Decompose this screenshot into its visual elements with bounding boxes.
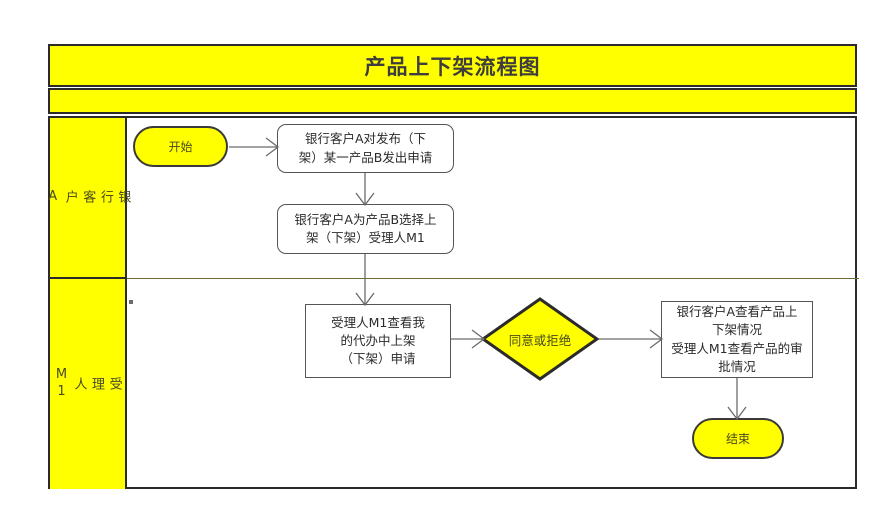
lane-header-handler-m1: 受 理 人 M1 (50, 279, 127, 489)
node-decision[interactable]: 同意或拒绝 (481, 297, 599, 381)
node-start-label: 开始 (168, 140, 193, 154)
diagram-subtitle-band (48, 88, 857, 114)
swimlane-diagram: 产品上下架流程图 银 行 客 户 A 受 理 人 M1 (45, 44, 859, 489)
lane-label-text-a: 银 行 客 户 A (45, 189, 131, 206)
diagram-title-band: 产品上下架流程图 (48, 44, 857, 87)
node-review[interactable]: 受理人M1查看我 的代办中上架 （下架）申请 (305, 304, 451, 378)
lane-divider (50, 278, 859, 279)
node-apply-label: 银行客户A对发布（下 架）某一产品B发出申请 (298, 131, 433, 165)
node-result[interactable]: 银行客户A查看产品上 下架情况 受理人M1查看产品的审 批情况 (661, 301, 813, 378)
diamond-shape-icon (481, 297, 599, 381)
node-choose-handler-label: 银行客户A为产品B选择上 架（下架）受理人M1 (294, 211, 437, 245)
node-end-label: 结束 (725, 432, 750, 446)
node-choose-handler[interactable]: 银行客户A为产品B选择上 架（下架）受理人M1 (277, 204, 454, 254)
lane-header-bank-customer-a: 银 行 客 户 A (45, 118, 130, 279)
swimlane-body: 银 行 客 户 A 受 理 人 M1 (45, 116, 859, 489)
node-review-label: 受理人M1查看我 的代办中上架 （下架）申请 (331, 314, 425, 367)
node-end[interactable]: 结束 (692, 418, 784, 459)
node-start[interactable]: 开始 (133, 126, 228, 167)
node-apply[interactable]: 银行客户A对发布（下 架）某一产品B发出申请 (277, 124, 454, 173)
lane-marker-dot (129, 300, 133, 304)
node-result-label: 银行客户A查看产品上 下架情况 受理人M1查看产品的审 批情况 (671, 304, 803, 374)
page-title: 产品上下架流程图 (364, 54, 541, 79)
lane-label-text-b: 受 理 人 M1 (53, 367, 122, 401)
